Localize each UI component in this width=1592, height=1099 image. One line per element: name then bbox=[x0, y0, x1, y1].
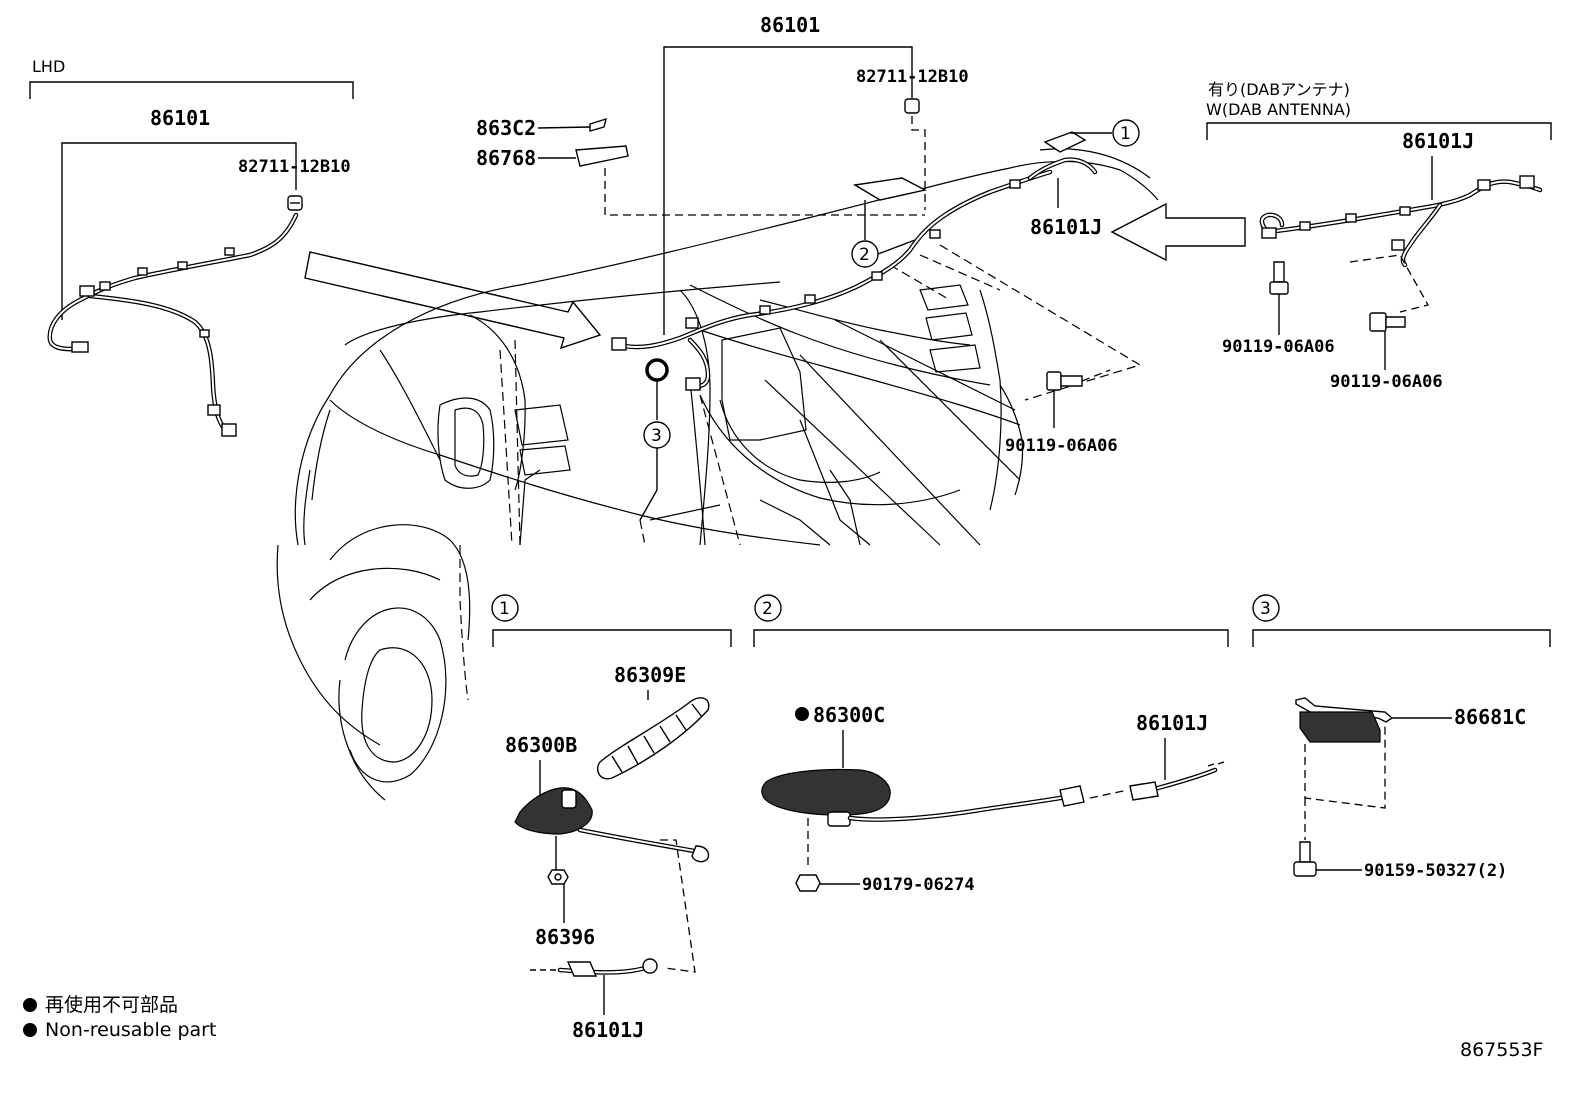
detail-1-bracket bbox=[492, 629, 732, 647]
detail-1-nut-label[interactable]: 86396 bbox=[535, 925, 595, 949]
dab-bracket bbox=[1206, 122, 1552, 140]
diagram-id: 867553F bbox=[1460, 1039, 1543, 1061]
callout-3-on-vehicle[interactable]: 3 bbox=[639, 358, 671, 521]
nut-86396-icon bbox=[547, 869, 569, 885]
antenna-pole-icon bbox=[596, 697, 710, 780]
dab-bolt-right-icon bbox=[1369, 312, 1406, 332]
detail-1-base-label[interactable]: 86300B bbox=[505, 733, 577, 757]
center-harness-label[interactable]: 86101 bbox=[760, 13, 820, 37]
detail-2-section: 2 86300C 86101J 90179-06274 bbox=[753, 594, 1229, 895]
legend-marker-icon bbox=[23, 998, 37, 1012]
lhd-bracket bbox=[29, 81, 354, 99]
dab-label-jp: 有り(DABアンテナ) bbox=[1208, 80, 1350, 99]
detail-1-section: 1 86309E 86300B 86396 bbox=[491, 594, 732, 1042]
center-bolt-label[interactable]: 90119-06A06 bbox=[1005, 436, 1118, 456]
svg-text:2: 2 bbox=[859, 245, 870, 265]
detail-2-antenna-label[interactable]: 86300C bbox=[813, 703, 885, 727]
center-harness-bracket bbox=[663, 46, 913, 335]
lhd-harness-icon bbox=[47, 212, 299, 437]
amplifier-icon bbox=[1295, 697, 1394, 743]
antenna-base-icon bbox=[514, 787, 710, 863]
center-harness-j-label[interactable]: 86101J bbox=[1030, 215, 1102, 239]
callout-1-on-vehicle[interactable]: 1 bbox=[1070, 119, 1140, 147]
detail-1-number: 1 bbox=[491, 594, 519, 622]
center-clip-icon bbox=[904, 98, 920, 114]
center-section: 86101 82711-12B10 863C2 86768 bbox=[276, 13, 1159, 801]
svg-text:1: 1 bbox=[1120, 124, 1131, 144]
callout-2-on-vehicle[interactable]: 2 bbox=[851, 200, 916, 268]
dab-bolt-right-label[interactable]: 90119-06A06 bbox=[1330, 372, 1443, 392]
part-863c2-icon bbox=[589, 117, 607, 132]
dab-section: 有り(DABアンテナ) W(DAB ANTENNA) 86101J 90119-… bbox=[1206, 80, 1552, 392]
legend: 再使用不可部品 Non-reusable part bbox=[23, 994, 216, 1041]
legend-text-en: Non-reusable part bbox=[45, 1019, 216, 1041]
screw-90159-icon bbox=[1293, 841, 1317, 877]
dab-pointer-arrow-icon bbox=[1110, 202, 1246, 262]
detail-2-bracket bbox=[753, 629, 1229, 647]
svg-text:2: 2 bbox=[762, 599, 773, 619]
nut-90179-icon bbox=[795, 874, 821, 892]
legend-marker-icon-2 bbox=[23, 1023, 37, 1037]
detail-1-harness-label[interactable]: 86101J bbox=[572, 1018, 644, 1042]
detail-3-number: 3 bbox=[1252, 594, 1280, 622]
lhd-clip-label[interactable]: 82711-12B10 bbox=[238, 157, 351, 177]
shark-fin-antenna-icon bbox=[761, 768, 1085, 827]
lhd-pointer-arrow-icon bbox=[304, 251, 602, 350]
lhd-harness-bracket bbox=[61, 142, 297, 320]
lhd-label: LHD bbox=[32, 57, 65, 76]
svg-text:3: 3 bbox=[651, 426, 662, 446]
lhd-harness-label[interactable]: 86101 bbox=[150, 106, 210, 130]
dab-label-en: W(DAB ANTENNA) bbox=[1206, 100, 1351, 119]
detail-1-harness-icon bbox=[530, 958, 658, 977]
lhd-clip-icon bbox=[287, 195, 303, 211]
vehicle-body-outline bbox=[276, 148, 1159, 801]
part-86768-label[interactable]: 86768 bbox=[476, 146, 536, 170]
dab-bolt-left-label[interactable]: 90119-06A06 bbox=[1222, 337, 1335, 357]
detail-2-number: 2 bbox=[754, 594, 782, 622]
svg-text:1: 1 bbox=[499, 599, 510, 619]
detail-2-harness-label[interactable]: 86101J bbox=[1136, 711, 1208, 735]
detail-1-pole-label[interactable]: 86309E bbox=[614, 663, 686, 687]
dab-bolt-left-icon bbox=[1269, 261, 1289, 295]
dab-harness-label[interactable]: 86101J bbox=[1402, 129, 1474, 153]
detail-2-harness-icon bbox=[1129, 761, 1225, 801]
legend-text-jp: 再使用不可部品 bbox=[45, 994, 178, 1016]
lhd-section: LHD 86101 82711-12B10 bbox=[29, 57, 354, 437]
detail-3-section: 3 86681C 90159-50327(2) bbox=[1252, 594, 1551, 881]
detail-3-bracket bbox=[1252, 629, 1551, 647]
center-clip-label[interactable]: 82711-12B10 bbox=[856, 67, 969, 87]
center-harness-icon bbox=[611, 131, 1098, 391]
non-reusable-marker-icon bbox=[795, 707, 809, 721]
part-86768-icon bbox=[575, 145, 629, 167]
detail-3-screw-label[interactable]: 90159-50327(2) bbox=[1364, 861, 1507, 881]
part-863c2-label[interactable]: 863C2 bbox=[476, 116, 536, 140]
dab-harness-icon bbox=[1259, 175, 1543, 268]
detail-3-amp-label[interactable]: 86681C bbox=[1454, 705, 1526, 729]
detail-2-nut-label[interactable]: 90179-06274 bbox=[862, 875, 975, 895]
center-bolt-icon bbox=[1046, 371, 1083, 391]
svg-text:3: 3 bbox=[1260, 599, 1271, 619]
